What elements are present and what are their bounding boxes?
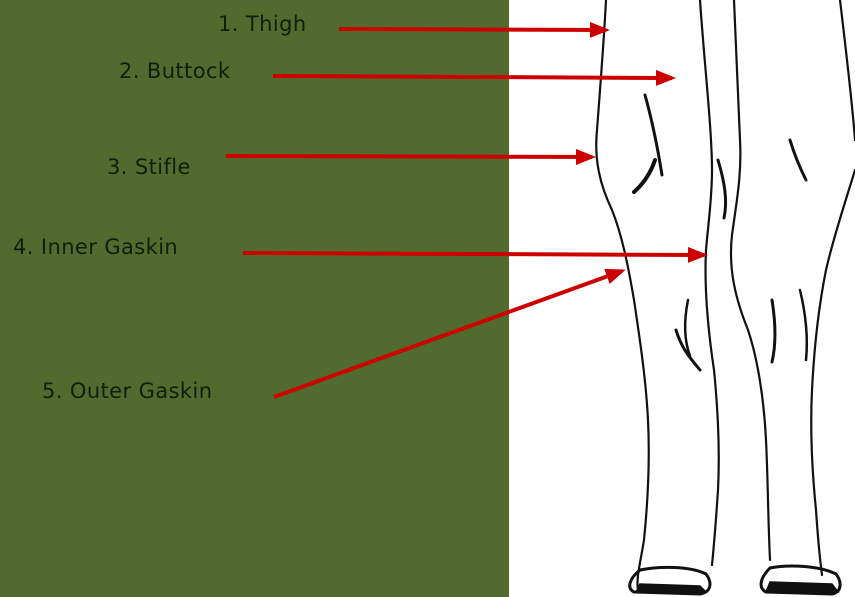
arrow-inner-gaskin: [243, 253, 704, 255]
arrow-buttock: [273, 76, 672, 78]
arrow-outer-gaskin: [274, 271, 622, 397]
arrow-stifle: [226, 156, 592, 157]
arrow-thigh: [339, 29, 606, 30]
